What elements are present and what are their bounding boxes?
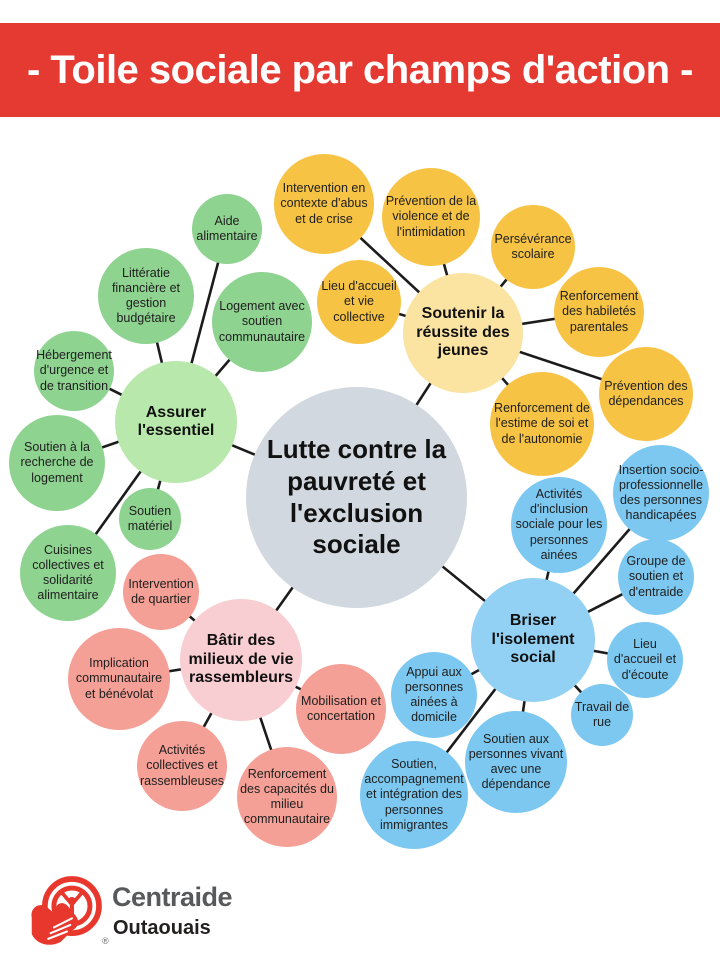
node-perseverance-scolaire: Persévérance scolaire [491,205,575,289]
region-name: Outaouais [113,917,211,939]
node-label: Logement avec soutien communautaire [218,299,306,344]
node-intervention-quartier: Intervention de quartier [123,554,199,630]
node-label: Intervention de quartier [128,576,194,606]
node-prevention-dependances: Prévention des dépendances [599,347,693,441]
node-label: Groupe de soutien et d'entraide [626,554,686,599]
node-intervention-abus-crise: Intervention en contexte d'abus et de cr… [274,154,374,254]
node-label: Hébergement d'urgence et de transition [36,348,112,393]
node-label: Soutien à la recherche de logement [20,440,94,485]
node-prevention-violence-intimidation: Prévention de la violence et de l'intimi… [382,168,480,266]
hub-assurer-essentiel: Assurer l'essentiel [115,361,237,483]
central-theme-label: Lutte contre la pauvreté et l'exclusion … [266,434,447,560]
footer: ® Centraide Outaouais [0,860,720,960]
hub-label: Soutenir la réussite des jeunes [416,305,510,360]
node-aide-alimentaire: Aide alimentaire [192,194,262,264]
node-lieu-accueil-vie-collective: Lieu d'accueil et vie collective [317,260,401,344]
node-label: Mobilisation et concertation [301,693,381,723]
node-label: Renforcement de l'estime de soi et de l'… [494,401,590,446]
org-name: Centraide [112,882,233,912]
node-label: Soutien, accompagnement et intégration d… [364,756,464,832]
node-label: Appui aux personnes ainées à domicile [404,664,464,725]
node-appui-aines-domicile: Appui aux personnes ainées à domicile [391,652,477,738]
node-label: Lieu d'accueil et vie collective [321,279,397,324]
node-label: Persévérance scolaire [494,231,572,261]
title-banner: - Toile sociale par champs d'action - [0,23,720,117]
node-central-theme: Lutte contre la pauvreté et l'exclusion … [246,387,467,608]
hub-briser-isolement-social: Briser l'isolement social [471,578,595,702]
node-soutien-integration-immigrantes: Soutien, accompagnement et intégration d… [360,741,468,849]
node-soutien-recherche-logement: Soutien à la recherche de logement [9,415,105,511]
node-label: Implication communautaire et bénévolat [75,656,163,701]
registered-mark: ® [102,936,109,946]
centraide-logo-icon [31,876,102,945]
node-implication-communautaire-benevolat: Implication communautaire et bénévolat [68,628,170,730]
node-renforcement-capacites-milieu: Renforcement des capacités du milieu com… [237,747,337,847]
node-soutien-dependance: Soutien aux personnes vivant avec une dé… [465,711,567,813]
node-hebergement-urgence: Hébergement d'urgence et de transition [34,331,114,411]
node-label: Prévention de la violence et de l'intimi… [385,194,477,239]
node-label: Activités d'inclusion sociale pour les p… [515,486,603,562]
node-label: Travail de rue [574,699,630,729]
node-soutien-materiel: Soutien matériel [119,488,181,550]
hub-batir-milieux-vie: Bâtir des milieux de vie rassembleurs [180,599,302,721]
node-activites-inclusion-ainees: Activités d'inclusion sociale pour les p… [511,477,607,573]
node-label: Soutien matériel [127,503,173,533]
hub-label: Briser l'isolement social [491,612,575,667]
node-label: Lieu d'accueil et d'écoute [613,637,677,682]
node-label: Renforcement des habiletés parentales [559,289,639,334]
node-travail-de-rue: Travail de rue [571,684,633,746]
page-title: - Toile sociale par champs d'action - [27,47,694,92]
node-groupe-soutien-entraide: Groupe de soutien et d'entraide [618,539,694,615]
node-label: Renforcement des capacités du milieu com… [240,766,334,827]
node-label: Littératie financière et gestion budgéta… [111,265,181,326]
hub-label: Assurer l'essentiel [137,403,215,439]
node-label: Soutien aux personnes vivant avec une dé… [468,731,564,792]
hub-label: Bâtir des milieux de vie rassembleurs [188,632,294,687]
node-cuisines-collectives: Cuisines collectives et solidarité alime… [20,525,116,621]
node-label: Aide alimentaire [196,213,258,243]
node-litteratie-financiere: Littératie financière et gestion budgéta… [98,248,194,344]
node-renforcement-habiletes-parentales: Renforcement des habiletés parentales [554,267,644,357]
node-mobilisation-concertation: Mobilisation et concertation [296,664,386,754]
node-label: Intervention en contexte d'abus et de cr… [280,181,368,226]
node-label: Cuisines collectives et solidarité alime… [32,542,104,603]
node-renforcement-estime-autonomie: Renforcement de l'estime de soi et de l'… [490,372,594,476]
node-label: Activités collectives et rassembleuses [139,743,225,788]
hub-soutenir-reussite-jeunes: Soutenir la réussite des jeunes [403,273,523,393]
node-logement-soutien-communautaire: Logement avec soutien communautaire [212,272,312,372]
node-activites-collectives-rassembleuses: Activités collectives et rassembleuses [137,721,227,811]
node-insertion-socioprofessionnelle: Insertion socio-professionnelle des pers… [613,445,709,541]
node-lieu-accueil-ecoute: Lieu d'accueil et d'écoute [607,622,683,698]
node-label: Insertion socio-professionnelle des pers… [618,462,704,523]
node-label: Prévention des dépendances [604,378,688,408]
